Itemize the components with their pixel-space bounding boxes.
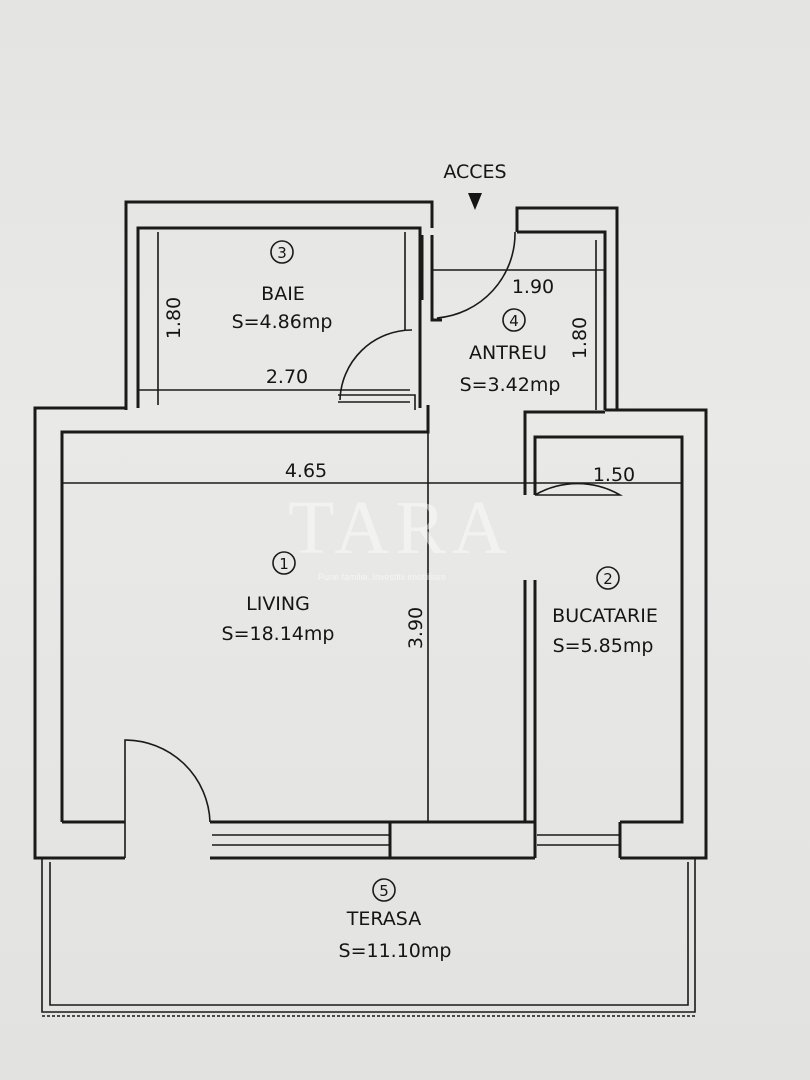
kitchen-door-swing — [534, 482, 623, 496]
room-name: ANTREU — [469, 342, 547, 364]
room-number: 2 — [603, 570, 613, 588]
terasa-outline — [41, 858, 696, 1017]
room-area: S=5.85mp — [553, 635, 654, 657]
bucatarie-walls — [390, 408, 708, 860]
baie-door-swing — [338, 329, 416, 410]
room-number: 5 — [379, 882, 389, 900]
room-name: BUCATARIE — [552, 605, 658, 627]
room-area: S=4.86mp — [232, 311, 333, 333]
dimension-baie-height: 1.80 — [163, 297, 185, 339]
room-area: S=11.10mp — [339, 940, 452, 962]
room-name: TERASA — [346, 908, 421, 930]
entrance-door-swing — [436, 231, 516, 319]
room-baie: 3 BAIE S=4.86mp — [232, 240, 333, 333]
room-name: BAIE — [261, 283, 305, 305]
room-name: LIVING — [246, 593, 310, 615]
room-number: 3 — [277, 244, 287, 262]
watermark-logo: TARA — [288, 486, 513, 570]
dimension-baie-width: 2.70 — [266, 366, 308, 388]
baie-walls — [124, 200, 442, 410]
room-terasa: 5 TERASA S=11.10mp — [339, 878, 452, 962]
room-area: S=3.42mp — [460, 374, 561, 396]
room-living: 1 LIVING S=18.14mp — [222, 551, 335, 645]
dimension-antreu-height: 1.80 — [569, 317, 591, 359]
room-number: 4 — [509, 312, 519, 330]
living-walls — [33, 405, 682, 860]
room-antreu: 4 ANTREU S=3.42mp — [460, 308, 561, 396]
room-number: 1 — [279, 555, 289, 573]
access-arrow-icon — [468, 193, 482, 210]
dimension-living-height: 3.90 — [405, 607, 427, 649]
terrace-door-swing — [124, 739, 211, 858]
access-label: ACCES — [443, 161, 506, 183]
room-area: S=18.14mp — [222, 623, 335, 645]
antreu-walls — [338, 206, 619, 410]
dimension-living-width: 4.65 — [285, 460, 327, 482]
dimension-antreu-width: 1.90 — [512, 276, 554, 298]
dimension-bucatarie-width: 1.50 — [593, 464, 635, 486]
room-bucatarie: 2 BUCATARIE S=5.85mp — [552, 566, 658, 657]
watermark-tagline: Pune familie. Investitii imobiliare — [318, 572, 446, 582]
